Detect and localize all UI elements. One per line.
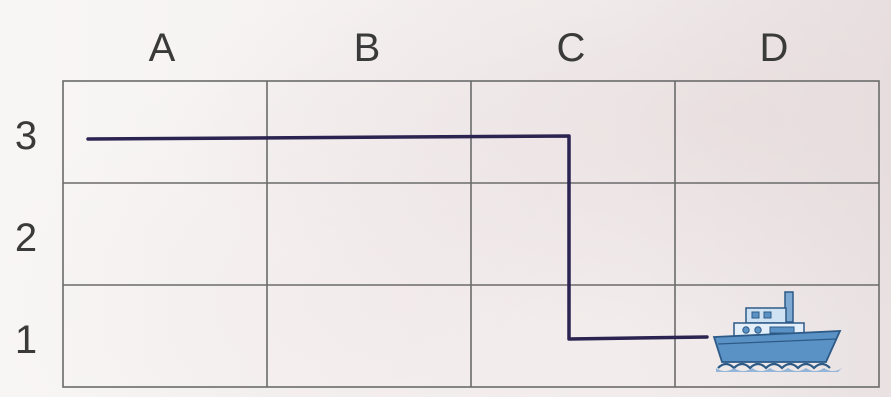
ship-icon bbox=[714, 292, 842, 372]
route-path bbox=[88, 136, 707, 339]
